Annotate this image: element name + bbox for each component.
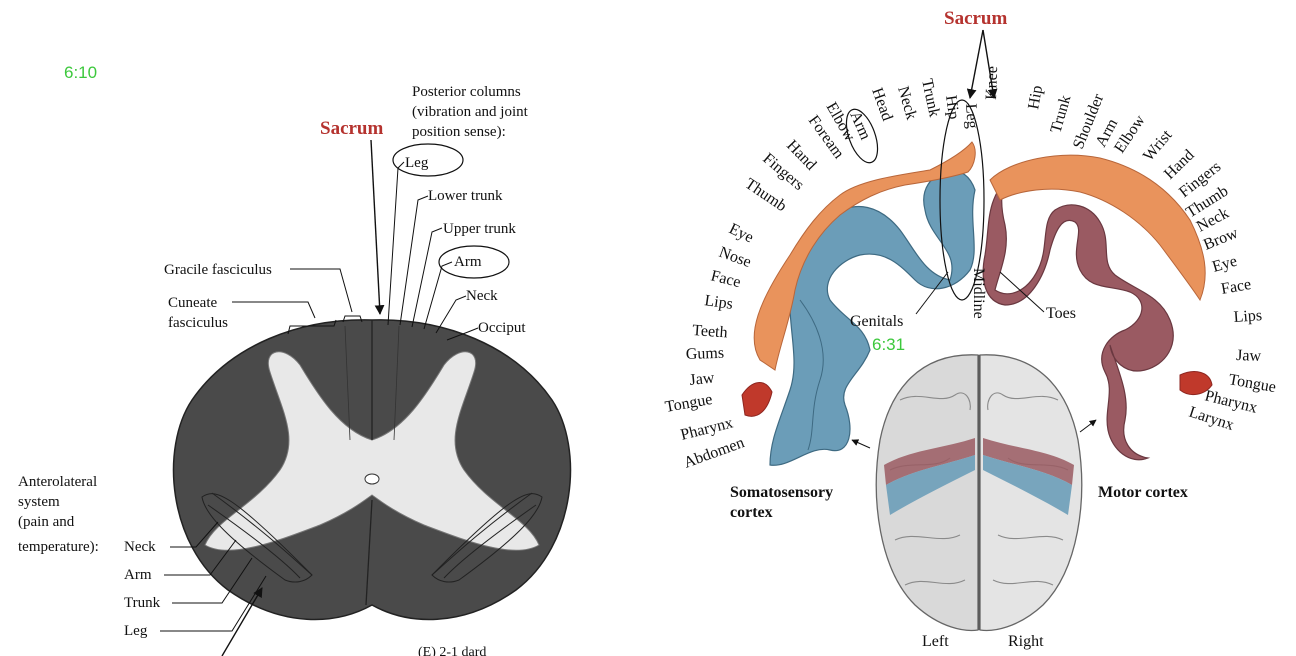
- cortex-arm-circle: [845, 108, 879, 164]
- somatosensory-line-1: Somatosensory: [730, 484, 833, 501]
- motor-pointer-arrow: [1079, 419, 1097, 433]
- posterior-title-line-3: position sense):: [412, 124, 506, 140]
- left-hemisphere-label: Left: [922, 633, 949, 650]
- motor-tongue: [1179, 371, 1213, 396]
- timestamp-right: 6:31: [872, 335, 905, 354]
- sensory-tongue: [741, 382, 773, 417]
- antero-leaders: [160, 521, 267, 632]
- gracile-bracket: [342, 315, 363, 323]
- gracile-leader: [290, 268, 353, 313]
- somatosensory-line-2: cortex: [730, 504, 773, 521]
- antero-line-4: temperature):: [18, 539, 99, 555]
- sensory-label-leg: Leg: [962, 103, 981, 129]
- midline-label: Midline: [970, 268, 987, 319]
- sensory-label-trunk: Trunk: [918, 77, 943, 118]
- sensory-label-gums: Gums: [686, 345, 725, 363]
- sensory-label-teeth: Teeth: [692, 322, 728, 341]
- gracile-label: Gracile fasciculus: [164, 262, 272, 278]
- sensory-label-face: Face: [709, 267, 742, 291]
- motor-strip: [982, 174, 1174, 461]
- cuneate-leader: [232, 301, 316, 319]
- motor-label-trunk: Trunk: [1048, 93, 1075, 135]
- motor-label-wrist: Wrist: [1140, 126, 1176, 164]
- motor-cortex-label: Motor cortex: [1098, 484, 1188, 501]
- motor-label-lips: Lips: [1233, 307, 1263, 326]
- sacrum-label-right: Sacrum: [944, 8, 1008, 29]
- antero-line-3: (pain and: [18, 514, 75, 530]
- motor-label-eye: Eye: [1210, 253, 1239, 276]
- sensory-label-eye: Eye: [726, 220, 756, 246]
- motor-label-tongue: Tongue: [1227, 371, 1277, 396]
- somatosensory-strip: [769, 169, 976, 466]
- somato-pointer-arrow: [851, 439, 871, 449]
- motor-label-hip: Hip: [1025, 84, 1046, 111]
- cuneate-line-2: fasciculus: [168, 315, 228, 331]
- posterior-item-neck: Neck: [466, 288, 498, 304]
- sacrum-arrow-right-2: [982, 29, 998, 99]
- motor-body-overlay: [989, 154, 1206, 302]
- posterior-item-leg: Leg: [405, 155, 429, 171]
- cuneate-line-1: Cuneate: [168, 295, 217, 311]
- sensory-label-head: Head: [868, 86, 896, 124]
- spinal-cord-section: [172, 319, 572, 621]
- sensory-label-tongue: Tongue: [664, 391, 714, 416]
- sensory-label-neck: Neck: [894, 84, 920, 121]
- sensory-label-lips: Lips: [703, 292, 734, 313]
- antero-item-leg: Leg: [124, 623, 148, 639]
- right-hemisphere-label: Right: [1008, 633, 1044, 650]
- sensory-body-overlay: [753, 141, 976, 371]
- cuneate-bracket: [287, 319, 337, 335]
- toes-label: Toes: [1046, 305, 1076, 322]
- antero-item-neck: Neck: [124, 539, 156, 555]
- footer-fragment: (E) 2-1 dard: [418, 645, 486, 656]
- arm-circle-highlight: [438, 245, 510, 279]
- leg-circle-highlight: [392, 143, 464, 177]
- sacrum-arrow-right-1: [966, 29, 984, 99]
- motor-label-knee: Knee: [983, 66, 1001, 100]
- timestamp-left: 6:10: [64, 63, 97, 82]
- posterior-item-arm: Arm: [454, 254, 482, 270]
- brain-top-view: [875, 354, 1083, 632]
- sensory-label-hip: Hip: [942, 94, 962, 120]
- posterior-item-upper-trunk: Upper trunk: [443, 221, 516, 237]
- sacrum-arrow-bottom: [221, 587, 263, 656]
- antero-item-trunk: Trunk: [124, 595, 161, 611]
- genitals-leader: [915, 271, 949, 315]
- motor-label-face: Face: [1220, 276, 1253, 298]
- posterior-title-line-2: (vibration and joint: [412, 104, 529, 120]
- toes-leader: [999, 271, 1045, 313]
- posterior-item-lower-trunk: Lower trunk: [428, 188, 503, 204]
- antero-line-2: system: [18, 494, 60, 510]
- posterior-item-occiput: Occiput: [478, 320, 526, 336]
- antero-item-arm: Arm: [124, 567, 152, 583]
- antero-line-1: Anterolateral: [18, 474, 97, 490]
- posterior-title-line-1: Posterior columns: [412, 84, 521, 100]
- genitals-label: Genitals: [850, 313, 903, 330]
- sacrum-arrow-left: [370, 139, 385, 315]
- sacrum-label-left: Sacrum: [320, 118, 384, 139]
- motor-label-jaw: Jaw: [1236, 347, 1262, 365]
- sensory-label-nose: Nose: [717, 244, 754, 271]
- cortex-leg-circle: [939, 99, 985, 301]
- sensory-label-jaw: Jaw: [689, 369, 716, 389]
